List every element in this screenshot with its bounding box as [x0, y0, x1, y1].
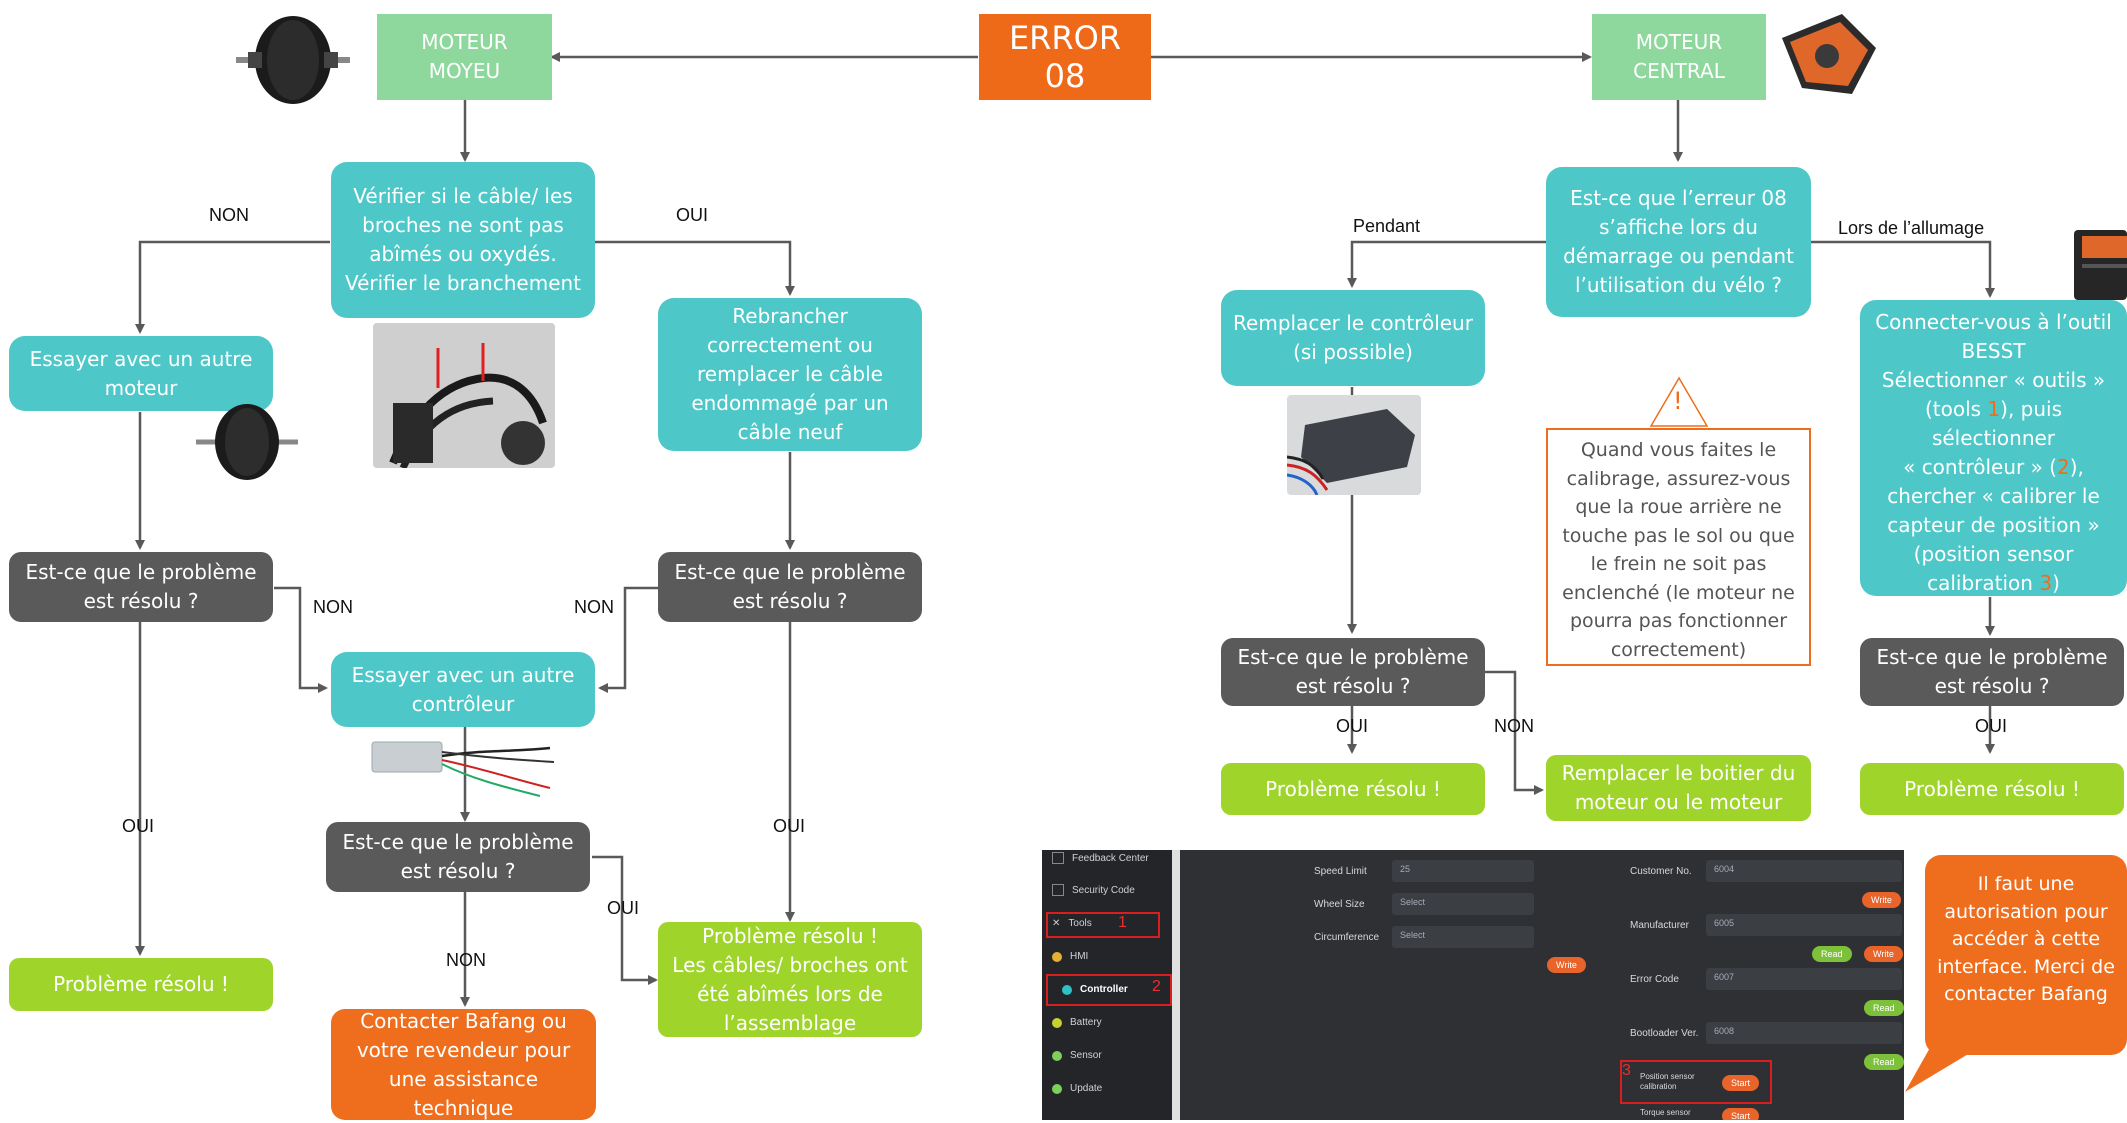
field-circumference[interactable]: Select: [1392, 926, 1534, 948]
read-button-manufacturer[interactable]: Read: [1812, 946, 1852, 962]
sidebar-security: Security Code: [1052, 884, 1135, 896]
label-allumage: Lors de l’allumage: [1838, 218, 1985, 238]
replace-housing-box: Remplacer le boitier du moteur ou le mot…: [1546, 755, 1811, 821]
field-wheel-size[interactable]: Select: [1392, 893, 1534, 915]
controller-photo: [1287, 395, 1421, 495]
mid-motor-box: MOTEUR CENTRAL: [1592, 14, 1766, 100]
try-other-motor-box: Essayer avec un autre moteur: [9, 336, 273, 411]
label-oui-top: OUI: [676, 205, 709, 225]
reconnect-cable-box: Rebrancher correctement ou remplacer le …: [658, 298, 922, 451]
problem-solved-right-b: Problème résolu !: [1860, 763, 2124, 815]
hub-motor-image: [236, 16, 350, 104]
sidebar-feedback: Feedback Center: [1052, 852, 1149, 864]
label-non-right-a: NON: [1494, 716, 1534, 736]
question-resolved-right-b: Est-ce que le problème est résolu ?: [1860, 638, 2124, 706]
label-non-top: NON: [209, 205, 249, 225]
cable-pins-image: [373, 323, 555, 468]
question-resolved-3: Est-ce que le problème est résolu ?: [326, 822, 590, 892]
contact-bafang-box: Contacter Bafang ou votre revendeur pour…: [331, 1009, 596, 1120]
sidebar-divider: [1172, 850, 1180, 1120]
mid-motor-image: [1782, 14, 1876, 94]
try-other-controller-box: Essayer avec un autre contrôleur: [331, 652, 595, 727]
sidebar-update: Update: [1052, 1083, 1102, 1094]
sidebar-tools: ✕Tools: [1052, 918, 1092, 929]
error-code: 08: [1044, 57, 1086, 95]
field-error-code[interactable]: 6007: [1706, 968, 1902, 990]
besst-instructions-box: Connecter-vous à l’outil BESST Sélection…: [1860, 300, 2127, 596]
problem-solved-left: Problème résolu !: [9, 958, 273, 1011]
field-bootloader[interactable]: 6008: [1706, 1022, 1902, 1044]
highlight-controller: [1046, 974, 1172, 1006]
besst-text-b: ), puis sélectionner « contrôleur » (: [1903, 397, 2063, 479]
besst-number-3: 3: [2039, 571, 2053, 595]
write-button-manufacturer[interactable]: Write: [1864, 946, 1903, 962]
write-button-customer[interactable]: Write: [1862, 892, 1901, 908]
field-label-manufacturer: Manufacturer: [1630, 920, 1689, 931]
field-label-circ: Circumference: [1314, 932, 1380, 943]
replace-controller-box: Remplacer le contrôleur (si possible): [1221, 290, 1485, 386]
field-customer-no[interactable]: 6004: [1706, 860, 1902, 882]
field-label-customer: Customer No.: [1630, 866, 1692, 877]
label-oui-right-b: OUI: [1975, 716, 2008, 736]
label-oui-right-a: OUI: [1336, 716, 1369, 736]
error-08-box: ERROR 08: [979, 14, 1151, 100]
besst-software-screenshot: Feedback Center Security Code ✕Tools HMI…: [1042, 850, 1904, 1120]
position-sensor-start-button[interactable]: Start: [1722, 1075, 1760, 1091]
read-button-error[interactable]: Read: [1864, 1000, 1904, 1016]
label-non-q2: NON: [574, 597, 614, 617]
warning-icon: !: [1673, 387, 1683, 415]
highlight-position-sensor: [1620, 1060, 1772, 1104]
read-button-bootloader[interactable]: Read: [1864, 1054, 1904, 1070]
highlight-number-3: 3: [1622, 1062, 1631, 1079]
label-pendant: Pendant: [1353, 216, 1421, 236]
error-timing-question: Est-ce que l’erreur 08 s’affiche lors du…: [1546, 167, 1811, 317]
authorization-bubble: Il faut une autorisation pour accéder à …: [1925, 855, 2127, 1055]
field-manufacturer[interactable]: 6005: [1706, 914, 1902, 936]
besst-text-d: ): [2052, 571, 2060, 595]
highlight-number-1: 1: [1118, 914, 1127, 931]
controller-image: [371, 741, 555, 797]
position-sensor-label: Position sensor calibration: [1640, 1072, 1695, 1091]
field-label-bootloader: Bootloader Ver.: [1630, 1028, 1699, 1039]
field-speed-limit[interactable]: 25: [1392, 860, 1534, 882]
besst-tool-image: [2074, 230, 2127, 300]
question-resolved-1: Est-ce que le problème est résolu ?: [9, 552, 273, 622]
write-button-left[interactable]: Write: [1547, 957, 1586, 973]
highlight-number-2: 2: [1152, 978, 1161, 995]
field-label-speed: Speed Limit: [1314, 866, 1367, 877]
error-title: ERROR: [1008, 18, 1122, 57]
problem-solved-cables: Problème résolu ! Les câbles/ broches on…: [658, 922, 922, 1037]
question-resolved-right-a: Est-ce que le problème est résolu ?: [1221, 638, 1485, 706]
torque-sensor-start-button[interactable]: Start: [1722, 1108, 1760, 1120]
sidebar-sensor: Sensor: [1052, 1050, 1102, 1061]
besst-text-c: ), chercher « calibrer le capteur de pos…: [1887, 455, 2100, 595]
besst-number-1: 1: [1987, 397, 2001, 421]
question-resolved-2: Est-ce que le problème est résolu ?: [658, 552, 922, 622]
sidebar-controller: Controller: [1062, 984, 1128, 995]
label-oui-left: OUI: [122, 816, 155, 836]
highlight-tools: [1046, 912, 1160, 938]
label-non-q1: NON: [313, 597, 353, 617]
hub-motor-small-image: [196, 404, 298, 480]
problem-solved-right-a: Problème résolu !: [1221, 763, 1485, 815]
torque-sensor-label: Torque sensor: [1640, 1108, 1691, 1117]
calibration-warning-box: Quand vous faites le calibrage, assurez-…: [1546, 428, 1811, 666]
label-oui-right: OUI: [773, 816, 806, 836]
sidebar-hmi: HMI: [1052, 951, 1088, 962]
besst-text-a: Connecter-vous à l’outil BESST Sélection…: [1875, 310, 2112, 421]
besst-number-2: 2: [2056, 455, 2070, 479]
field-label-wheel: Wheel Size: [1314, 899, 1365, 910]
check-cable-box: Vérifier si le câble/ les broches ne son…: [331, 162, 595, 318]
label-non-q3: NON: [446, 950, 486, 970]
sidebar-battery: Battery: [1052, 1017, 1102, 1028]
label-oui-q3: OUI: [607, 898, 640, 918]
hub-motor-box: MOTEUR MOYEU: [377, 14, 552, 100]
field-label-error: Error Code: [1630, 974, 1679, 985]
